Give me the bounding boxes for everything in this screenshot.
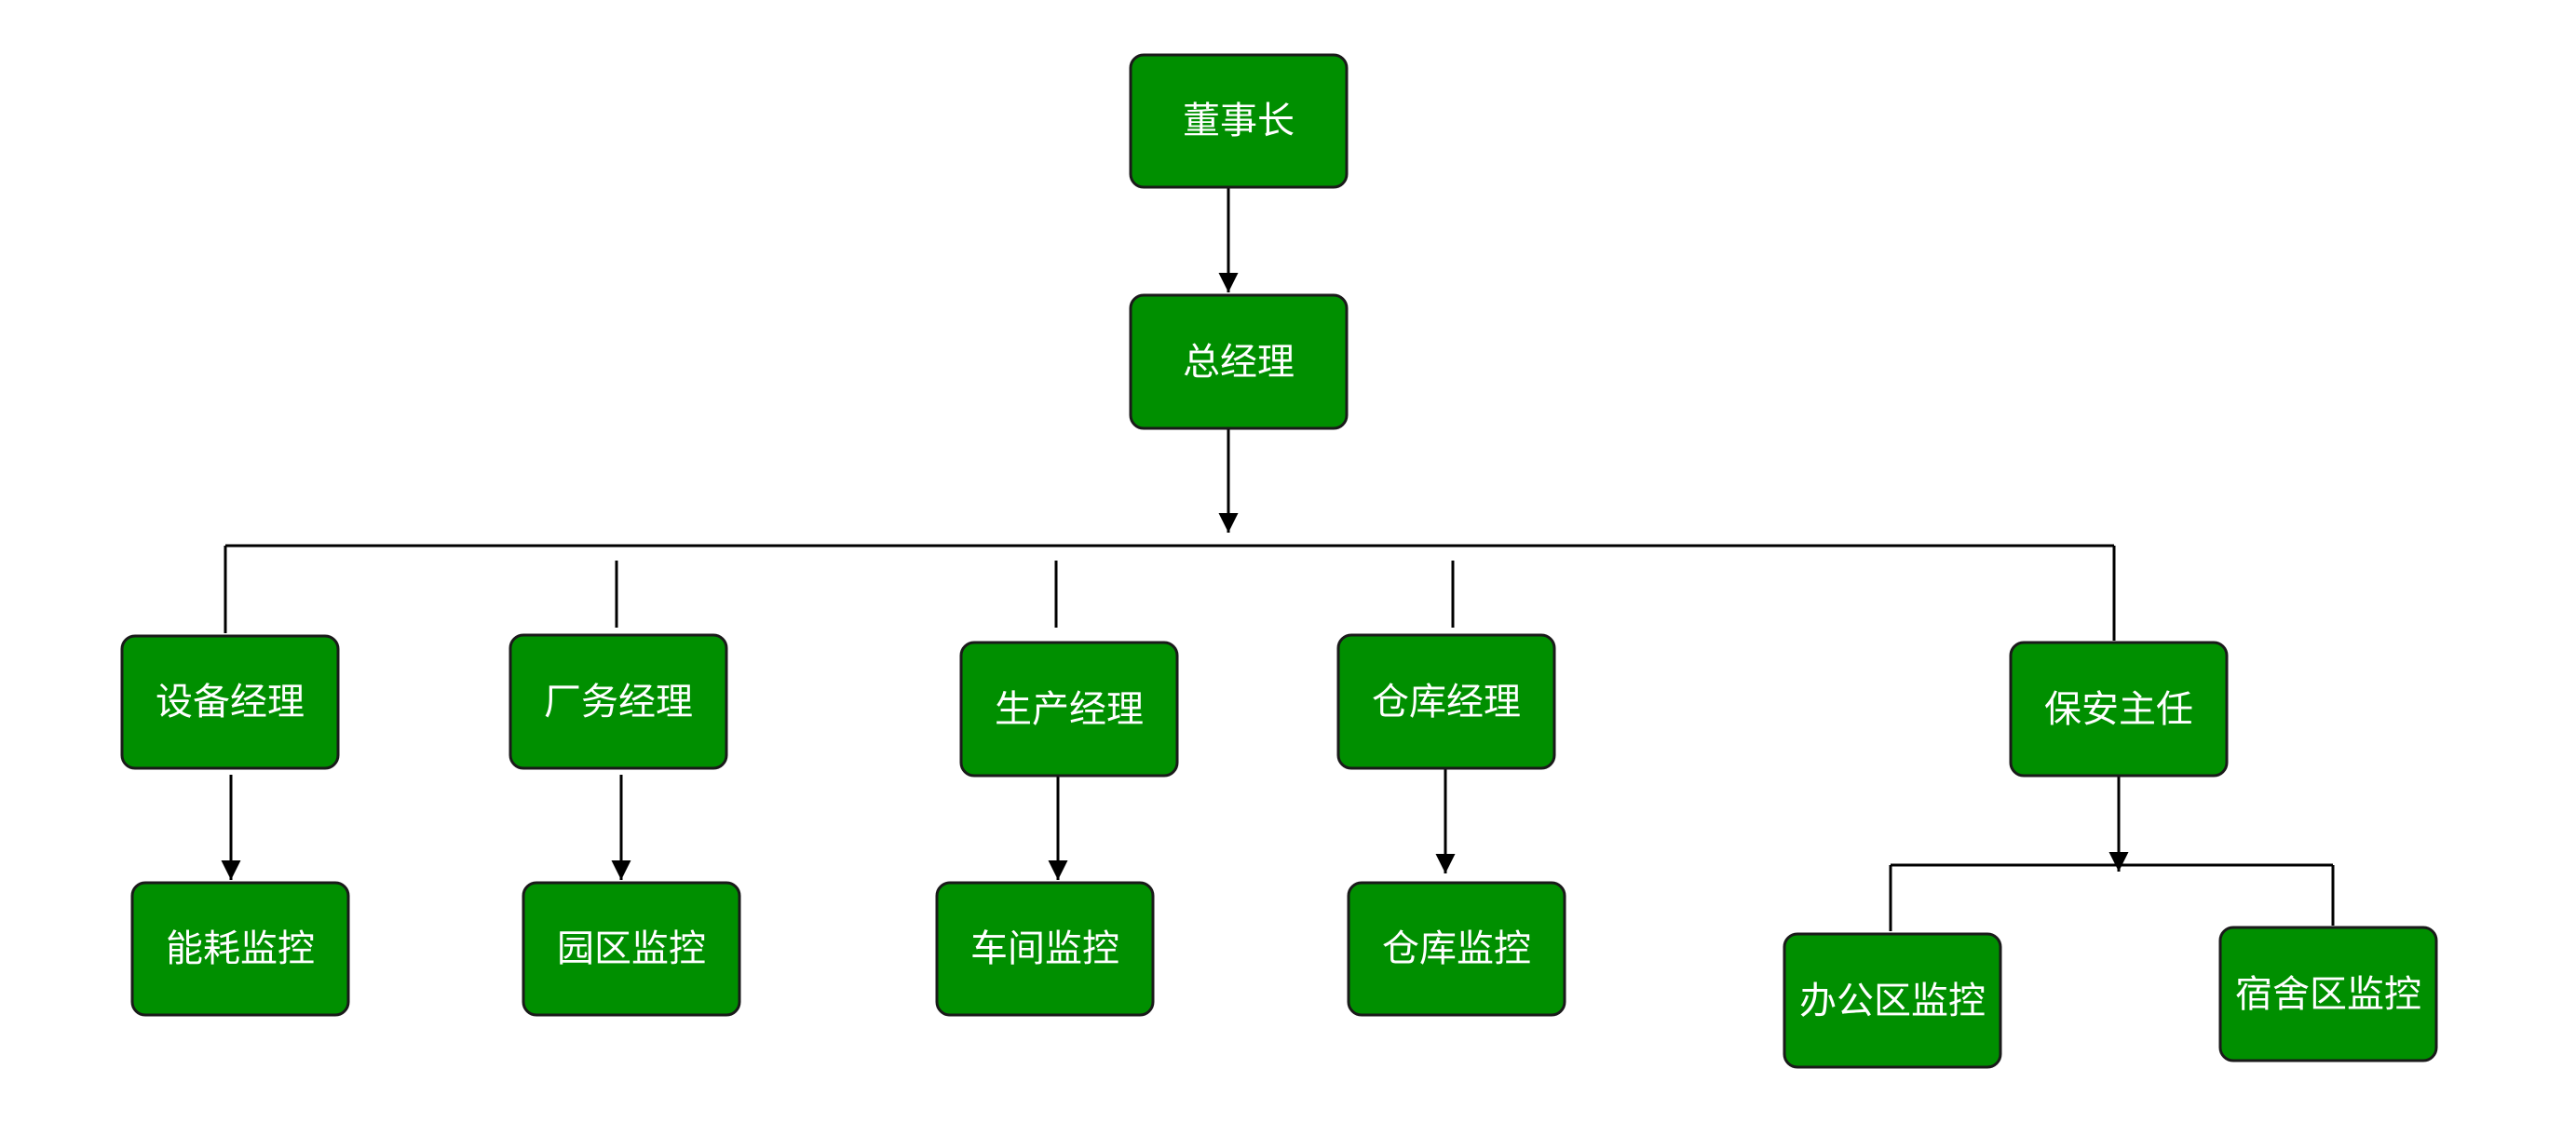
node-box bbox=[959, 641, 1179, 778]
node-warehouse-monitor: 仓库监控 bbox=[1347, 881, 1566, 1017]
node-box bbox=[522, 881, 741, 1017]
node-label: 设备经理 bbox=[156, 681, 305, 724]
node-box bbox=[2218, 926, 2438, 1062]
node-equipment-manager: 设备经理 bbox=[120, 634, 340, 770]
node-label: 办公区监控 bbox=[1799, 980, 1986, 1022]
node-security-chief: 保安主任 bbox=[2009, 641, 2229, 778]
connectors bbox=[221, 187, 2335, 931]
node-energy-monitor: 能耗监控 bbox=[130, 881, 350, 1017]
node-label: 生产经理 bbox=[995, 688, 1144, 731]
node-label: 厂务经理 bbox=[544, 681, 693, 724]
node-dorm-monitor: 宿舍区监控 bbox=[2218, 926, 2438, 1062]
node-workshop-monitor: 车间监控 bbox=[935, 881, 1155, 1017]
node-warehouse-manager: 仓库经理 bbox=[1336, 633, 1556, 770]
node-box bbox=[508, 633, 728, 770]
node-box bbox=[1129, 293, 1349, 430]
node-label: 能耗监控 bbox=[166, 927, 315, 970]
node-label: 车间监控 bbox=[970, 927, 1119, 970]
node-label: 仓库经理 bbox=[1372, 681, 1521, 724]
node-chairman: 董事长 bbox=[1129, 53, 1349, 189]
node-box bbox=[1347, 881, 1566, 1017]
node-box bbox=[1129, 53, 1349, 189]
node-label: 董事长 bbox=[1183, 100, 1295, 142]
node-label: 仓库监控 bbox=[1382, 927, 1531, 970]
node-label: 园区监控 bbox=[557, 927, 706, 970]
node-box bbox=[1336, 633, 1556, 770]
node-label: 宿舍区监控 bbox=[2235, 973, 2421, 1016]
node-box bbox=[120, 634, 340, 770]
node-label: 总经理 bbox=[1183, 341, 1295, 384]
node-box bbox=[2009, 641, 2229, 778]
node-park-monitor: 园区监控 bbox=[522, 881, 741, 1017]
node-box bbox=[1783, 932, 2002, 1069]
node-factory-manager: 厂务经理 bbox=[508, 633, 728, 770]
node-production-manager: 生产经理 bbox=[959, 641, 1179, 778]
node-office-monitor: 办公区监控 bbox=[1783, 932, 2002, 1069]
node-gm: 总经理 bbox=[1129, 293, 1349, 430]
node-box bbox=[935, 881, 1155, 1017]
node-box bbox=[130, 881, 350, 1017]
node-label: 保安主任 bbox=[2044, 688, 2193, 731]
nodes: 董事长 总经理 设备经理 厂务经理 生产经理 仓库经理 保安主任 bbox=[120, 53, 2438, 1069]
